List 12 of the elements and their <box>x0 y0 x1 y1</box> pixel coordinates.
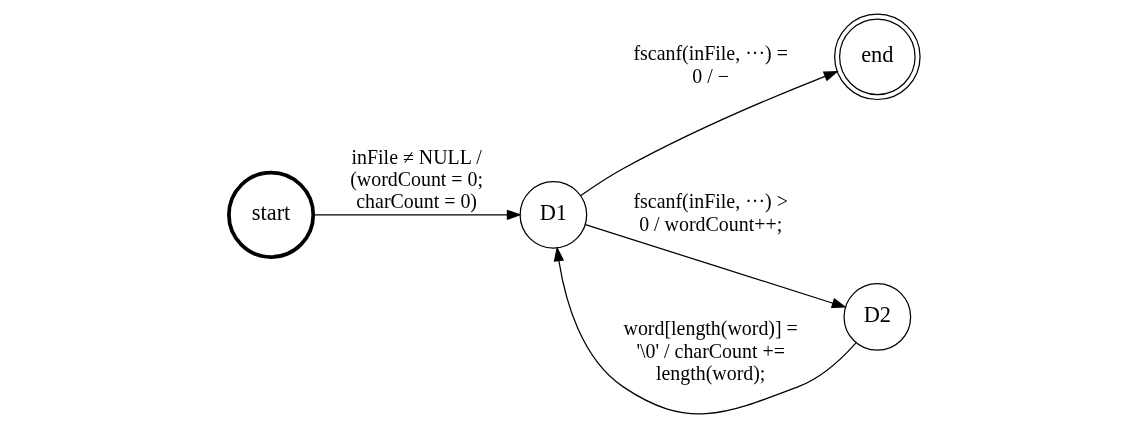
arrow <box>553 245 856 414</box>
node-circle: start <box>226 170 315 259</box>
edge-label: inFile ≠ NULL / (wordCount = 0; charCount = 0) <box>349 145 483 212</box>
arrow <box>579 70 839 196</box>
node-circle: D1 <box>519 180 587 249</box>
node-circle: D2 <box>842 282 911 351</box>
node-circle: end <box>833 12 921 100</box>
edge-label: fscanf(inFile, ···) > 0 / wordCount++; <box>632 189 788 235</box>
edge-label: fscanf(inFile, ···) = 0 / − <box>632 41 788 87</box>
edge-label: word[length(word)] = '\0' / charCount += length(word); <box>623 316 798 384</box>
arrow <box>584 223 847 308</box>
arrow <box>312 209 522 220</box>
